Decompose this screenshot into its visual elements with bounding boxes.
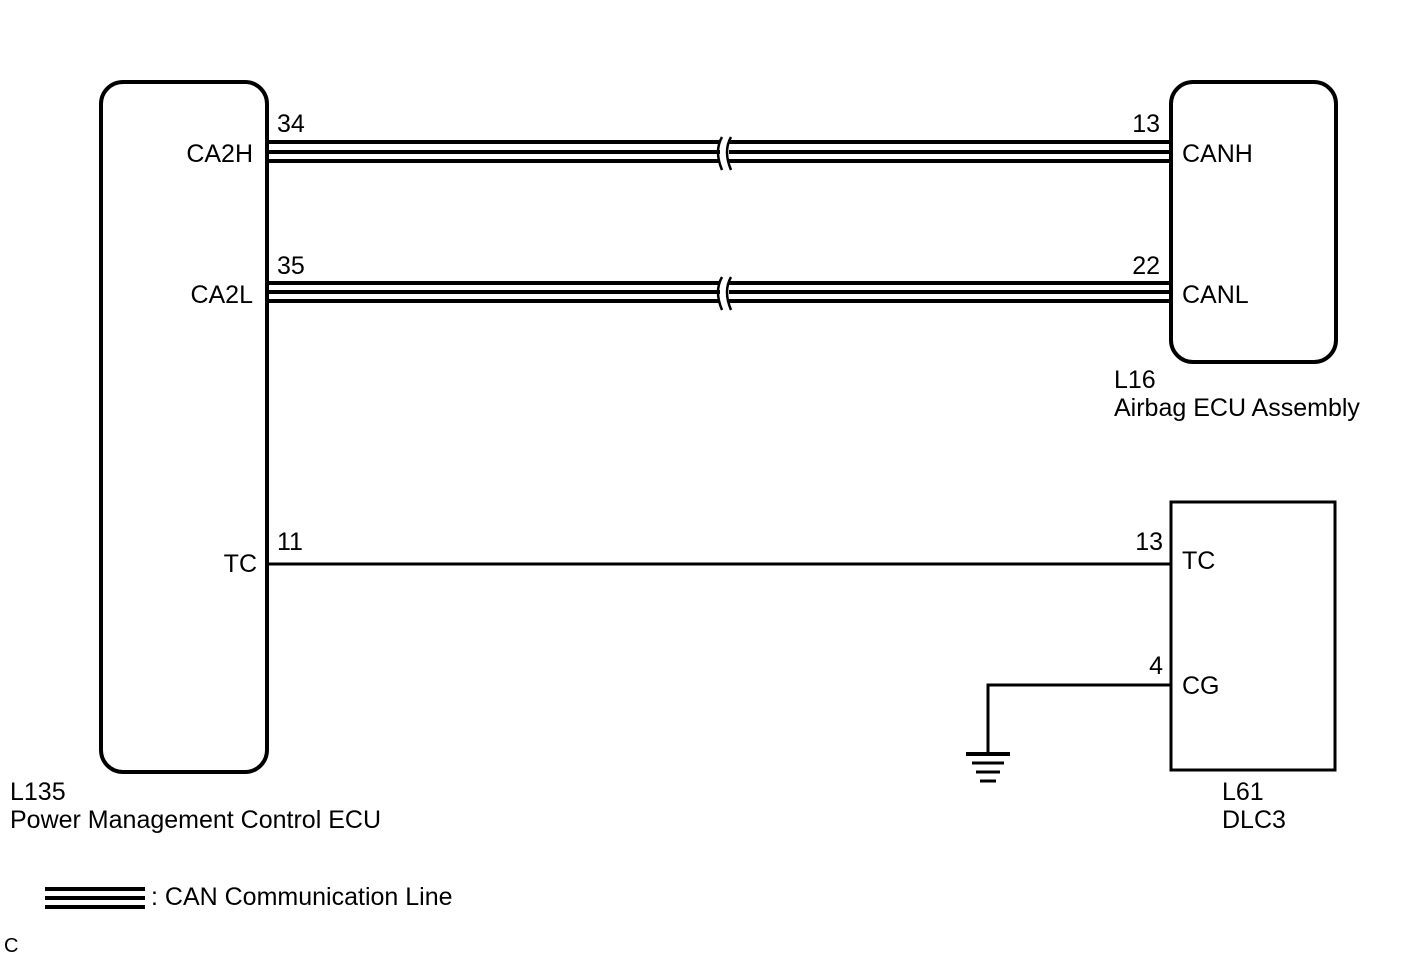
airbag-ecu-code: L16 [1114, 366, 1156, 394]
can-line-high [268, 136, 1170, 171]
pmc-ecu-name: Power Management Control ECU [10, 806, 381, 834]
airbag-ecu-name: Airbag ECU Assembly [1114, 394, 1360, 422]
pin-label-tc-pmc: TC [224, 550, 257, 578]
pin-number-34: 34 [277, 110, 305, 138]
pin-label-tc-dlc3: TC [1182, 547, 1215, 575]
footer-mark: C [4, 935, 18, 957]
pin-number-35: 35 [277, 252, 305, 280]
legend-can-line-label: : CAN Communication Line [151, 883, 453, 911]
cg-wire [986, 683, 1170, 752]
pin-number-13-airbag: 13 [1132, 110, 1160, 138]
airbag-ecu-box [1169, 80, 1338, 364]
pin-number-22: 22 [1132, 252, 1160, 280]
pmc-ecu-code: L135 [10, 778, 66, 806]
wire-break-mark [725, 276, 733, 311]
can-line-low [268, 276, 1170, 311]
pin-label-canh: CANH [1182, 140, 1253, 168]
dlc3-box [1169, 500, 1337, 772]
ground-icon [966, 752, 1010, 783]
wire-break-mark [725, 136, 733, 171]
pin-label-ca2h: CA2H [186, 140, 253, 168]
pmc-ecu-box [99, 80, 269, 774]
pin-number-4: 4 [1149, 652, 1163, 680]
pin-label-canl: CANL [1182, 281, 1249, 309]
pin-number-11: 11 [277, 528, 303, 556]
legend-can-line-symbol [45, 887, 145, 909]
pin-label-ca2l: CA2L [190, 281, 253, 309]
wire-break-mark [716, 276, 724, 311]
wire-break-mark [716, 136, 724, 171]
dlc3-code: L61 [1222, 778, 1264, 806]
dlc3-name: DLC3 [1222, 806, 1286, 834]
pin-number-13-dlc3: 13 [1135, 528, 1163, 556]
pin-label-cg: CG [1182, 672, 1220, 700]
